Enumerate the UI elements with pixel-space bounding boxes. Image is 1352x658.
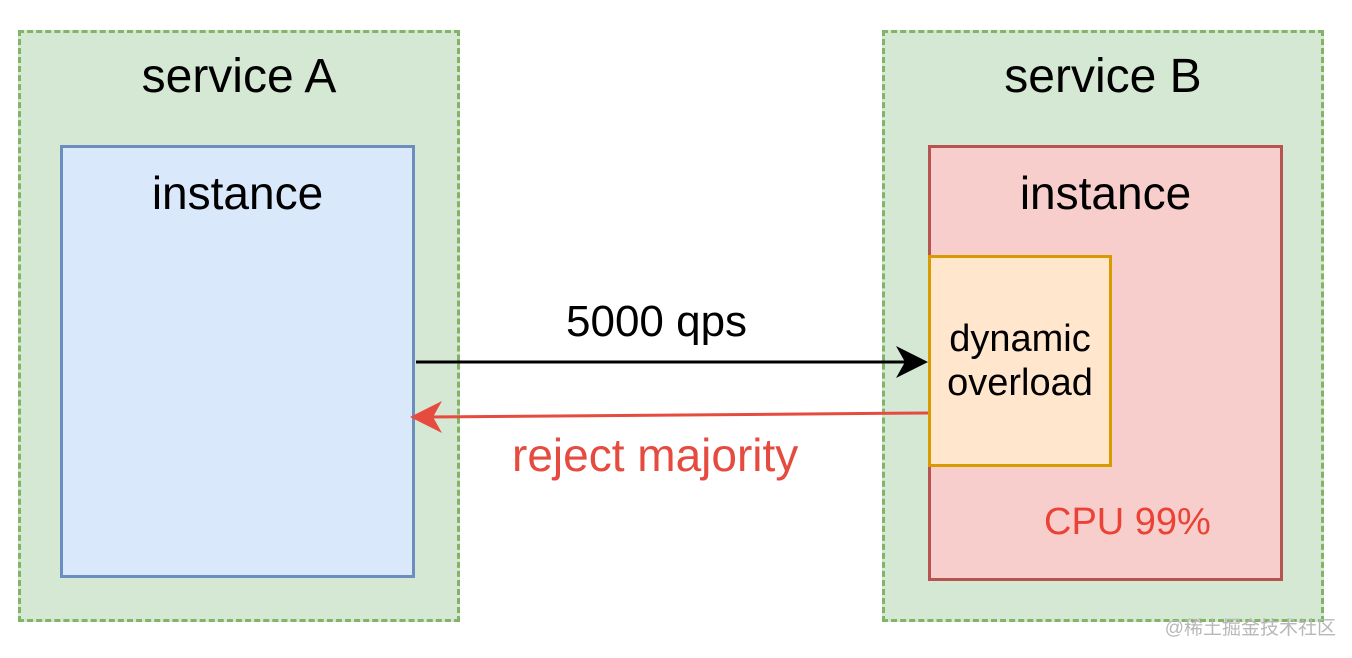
service-b-title: service B xyxy=(1004,50,1202,103)
service-a-instance: instance xyxy=(60,145,415,578)
reject-arrow-line xyxy=(427,411,929,419)
reject-arrow-head xyxy=(410,401,442,433)
dynamic-overload-label: dynamic overload xyxy=(947,318,1093,404)
watermark: @稀土掘金技术社区 xyxy=(1164,618,1336,639)
service-a-title: service A xyxy=(141,50,337,103)
reject-label: reject majority xyxy=(512,429,799,481)
dynamic-overload-box: dynamic overload xyxy=(928,255,1112,467)
cpu-usage-label: CPU 99% xyxy=(1044,501,1211,543)
service-a-instance-label: instance xyxy=(151,167,324,219)
service-b-instance-label: instance xyxy=(1019,167,1192,219)
request-rate-label: 5000 qps xyxy=(566,297,748,346)
request-arrow-head xyxy=(896,346,928,378)
